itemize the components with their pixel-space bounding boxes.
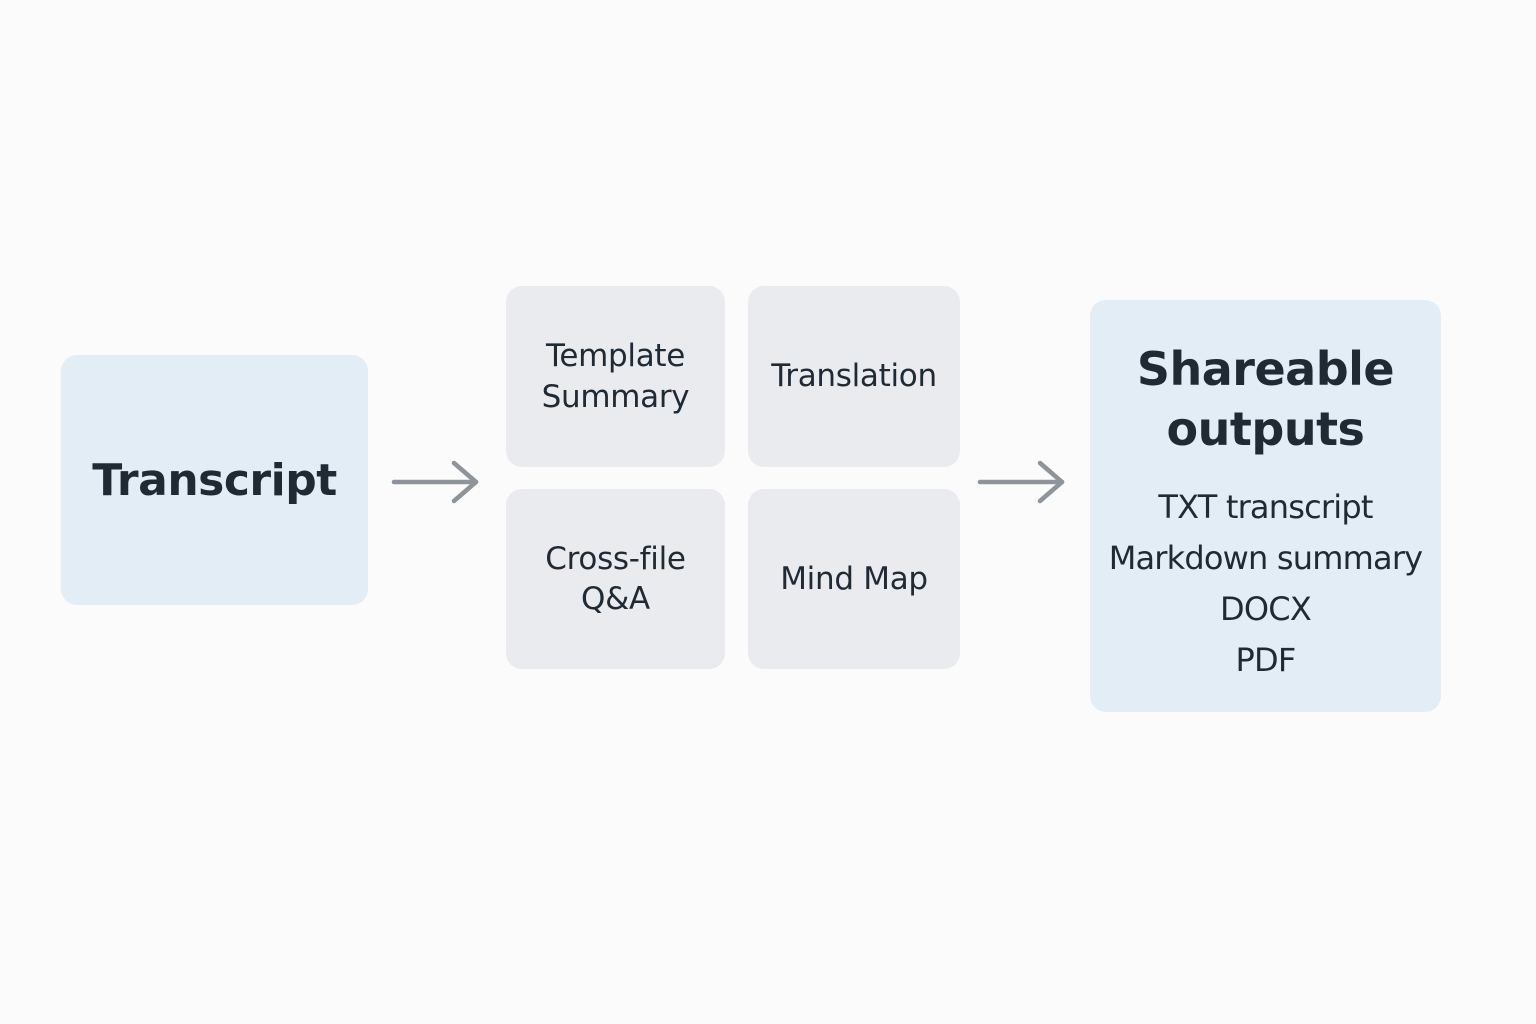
right-arrow-icon [391,460,479,504]
feature-label-line: Mind Map [780,560,928,597]
feature-node-template-summary: Template Summary [506,286,725,467]
feature-node-translation: Translation [748,286,960,467]
feature-node-mind-map: Mind Map [748,489,960,669]
transcript-label: Transcript [92,454,337,506]
feature-label-line: Summary [541,378,690,415]
output-item-pdf: PDF [1235,641,1297,680]
outputs-node: Shareable outputs TXT transcript Markdow… [1090,300,1441,712]
outputs-title-line: outputs [1166,401,1365,456]
feature-label: Template Summary [542,336,690,417]
feature-label: Cross-file Q&A [545,539,686,620]
feature-label: Mind Map [780,559,928,599]
feature-label-line: Cross-file [545,540,686,577]
feature-label: Translation [771,356,937,396]
output-item-markdown: Markdown summary [1108,538,1423,577]
feature-label-line: Template [545,338,686,375]
outputs-title-line: Shareable [1136,342,1395,396]
feature-label-line: Q&A [581,581,650,617]
output-item-docx: DOCX [1220,589,1312,628]
feature-label-line: Translation [771,358,937,395]
output-item-txt: TXT transcript [1158,487,1373,526]
feature-node-cross-file-qa: Cross-file Q&A [506,489,725,669]
right-arrow-icon [977,460,1065,504]
transcript-node: Transcript [61,355,368,605]
outputs-title: Shareable outputs [1136,340,1395,460]
